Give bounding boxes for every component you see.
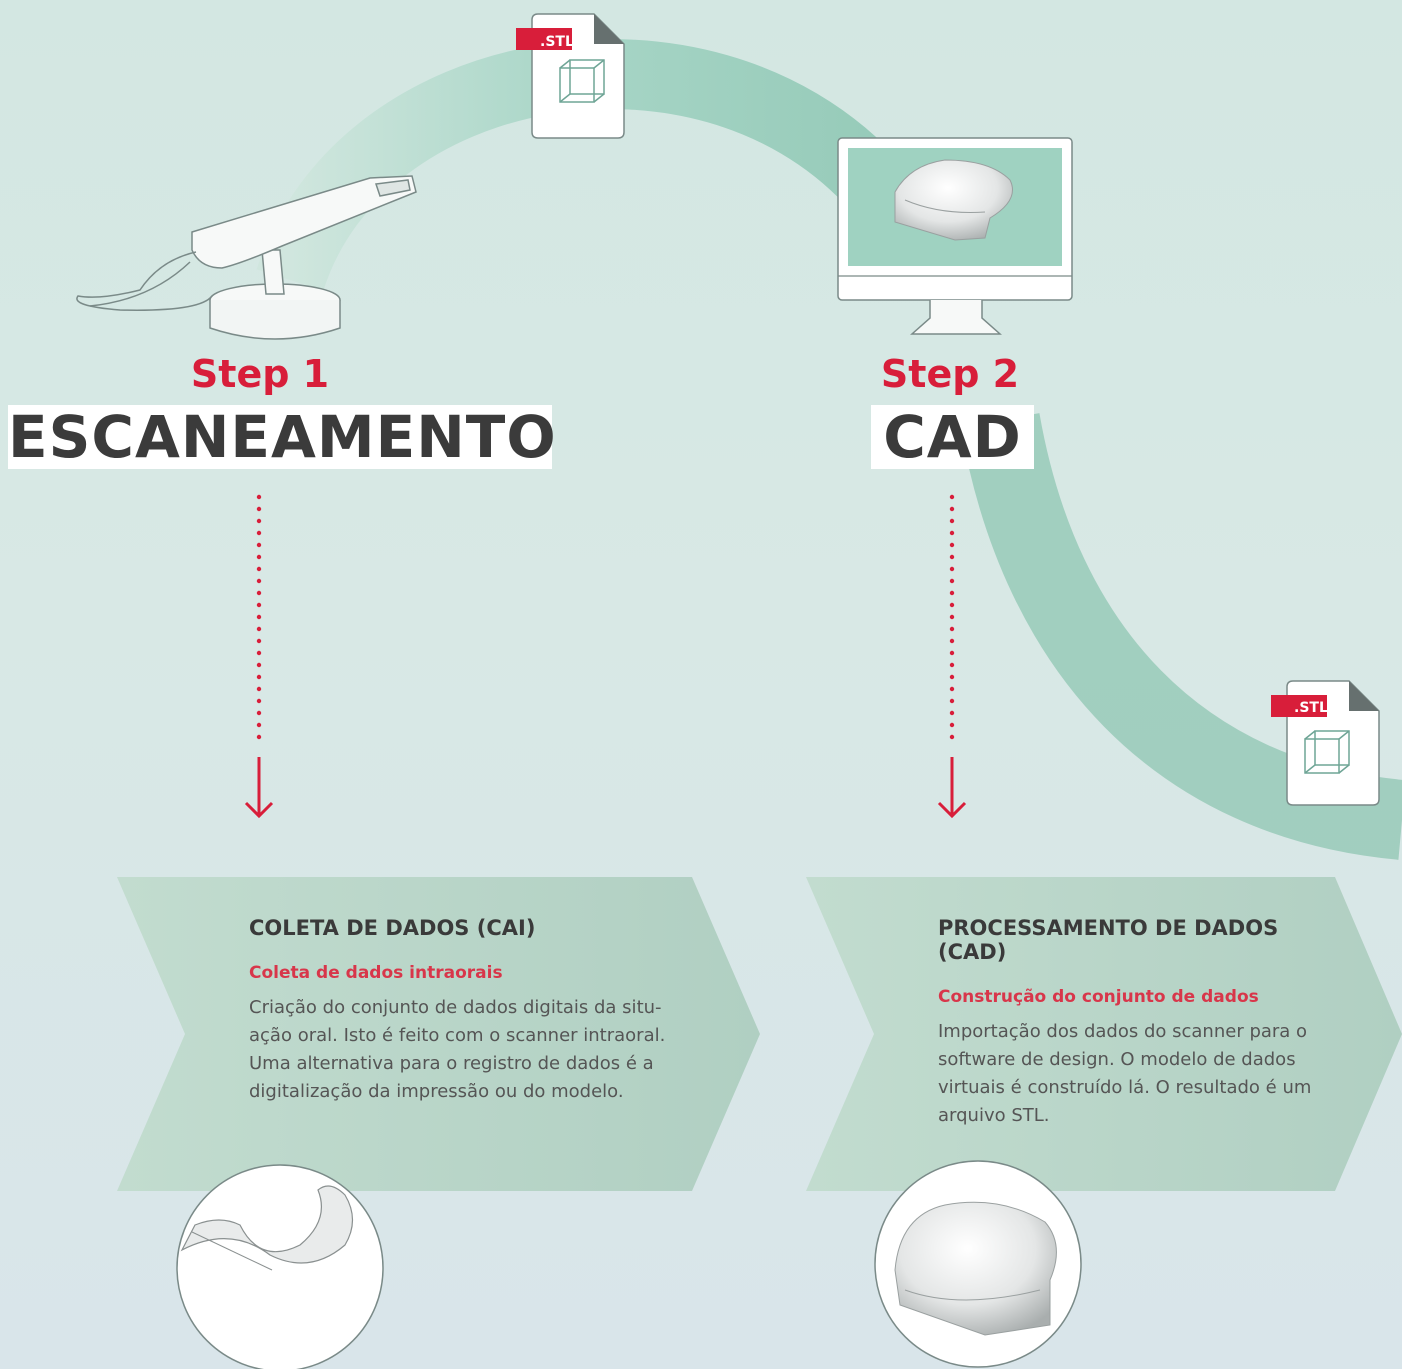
- dental-model-image: [874, 1160, 1082, 1368]
- card-1-subheading: Coleta de dados intraorais: [249, 963, 503, 983]
- down-arrow-icon: [244, 757, 274, 819]
- stl-badge-label-2: .STL: [1294, 700, 1328, 716]
- stl-file-icon: [1271, 680, 1380, 806]
- step-1-label: Step 1: [190, 352, 330, 396]
- card-2-heading: PROCESSAMENTO DE DADOS (CAD): [938, 916, 1279, 964]
- stl-file-icon: [516, 13, 625, 139]
- card-1-heading: COLETA DE DADOS (CAI): [249, 916, 536, 940]
- step-1-title: ESCANEAMENTO: [8, 403, 557, 471]
- chevron-card-shape: [117, 877, 760, 1191]
- card-2-text: PROCESSAMENTO DE DADOS (CAD) Construção …: [938, 916, 1338, 1130]
- down-arrow-icon: [937, 757, 967, 819]
- card-2-body: Importação dos dados do scanner para o s…: [938, 1021, 1312, 1126]
- card-1-body: Criação do conjunto de dados digitais da…: [249, 997, 666, 1102]
- chevron-card-shape: [806, 877, 1402, 1191]
- computer-monitor-icon: [837, 137, 1073, 335]
- intraoral-scanner-icon: [76, 175, 417, 340]
- card-1-text: COLETA DE DADOS (CAI) Coleta de dados in…: [249, 916, 709, 1106]
- scanned-dental-arch-image: [176, 1164, 384, 1369]
- card-2-subheading: Construção do conjunto de dados: [938, 987, 1259, 1007]
- step-2-label: Step 2: [880, 352, 1020, 396]
- monitor-dental-model-icon: [894, 159, 1013, 241]
- step-2-title: CAD: [871, 405, 1034, 469]
- stl-badge-label: .STL: [540, 34, 574, 50]
- dotted-connector: [949, 494, 955, 740]
- dotted-connector: [256, 494, 262, 740]
